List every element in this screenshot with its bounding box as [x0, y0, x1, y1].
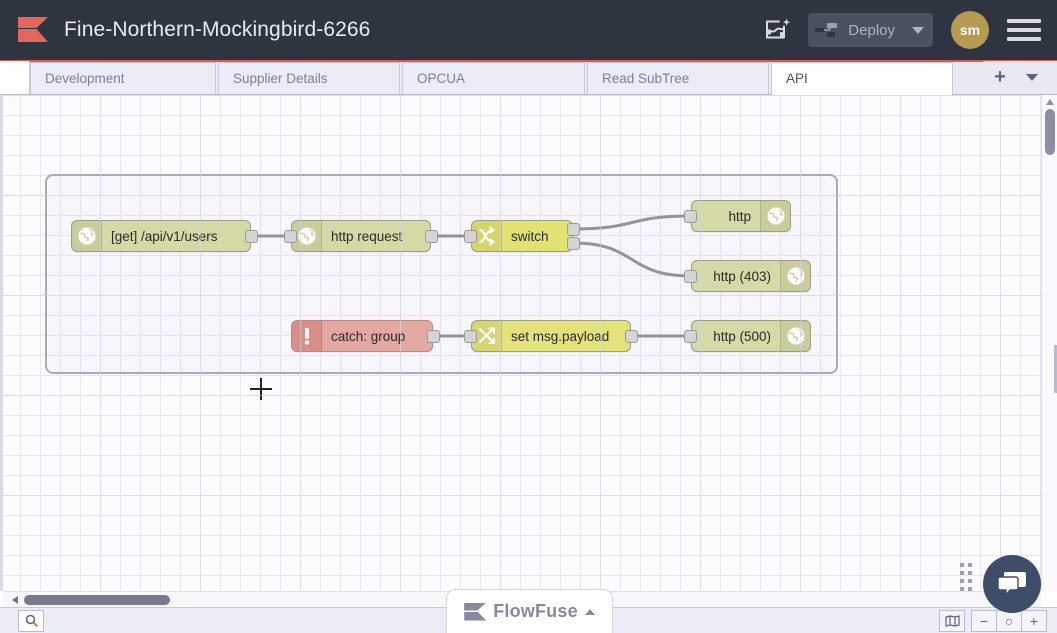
canvas-vertical-scrollbar[interactable] [1041, 95, 1057, 591]
node-label: http (403) [713, 268, 771, 284]
horizontal-scroll-thumb[interactable] [24, 594, 170, 605]
tab-api[interactable]: API [771, 62, 953, 95]
node-port-out[interactable] [567, 236, 580, 250]
flow-node-http-req[interactable]: http request [291, 220, 431, 252]
node-label: set msg.payload [511, 328, 610, 344]
zoom-out-button[interactable]: − [971, 609, 997, 632]
header-actions: Deploy sm [754, 7, 1057, 53]
http-response-500-node-icon [780, 321, 810, 351]
deploy-dropdown-button[interactable] [901, 13, 933, 47]
app-header: Fine-Northern-Mockingbird-6266 [0, 0, 1057, 62]
flow-node-switch[interactable]: switch [471, 220, 573, 252]
flow-node-change[interactable]: set msg.payload [471, 320, 631, 352]
flow-node-http-out3[interactable]: http (500) [691, 320, 811, 352]
node-port-in[interactable] [464, 329, 477, 343]
scroll-up-arrow-icon[interactable] [1046, 99, 1054, 105]
vertical-scroll-thumb[interactable] [1045, 109, 1055, 155]
scroll-marker [1054, 345, 1057, 393]
hamburger-menu-icon[interactable] [1007, 15, 1041, 45]
tab-list-menu-button[interactable] [1017, 61, 1047, 94]
deploy-button[interactable]: Deploy [808, 13, 933, 47]
change-node-icon [472, 321, 502, 351]
chat-bubble-icon[interactable] [983, 555, 1041, 613]
flow-node-catch[interactable]: catch: group [291, 320, 433, 352]
node-port-in[interactable] [284, 229, 297, 243]
flow-tab-bar: Development Supplier Details OPCUA Read … [0, 61, 1057, 95]
node-port-in[interactable] [684, 209, 697, 223]
deploy-button-label: Deploy [848, 21, 895, 39]
http-in-node-icon [72, 221, 102, 251]
flowfuse-logo-icon [464, 602, 487, 621]
tab-bar-actions: + [983, 61, 1057, 94]
flow-node-http-in[interactable]: [get] /api/v1/users [71, 220, 251, 252]
flowfuse-label: FlowFuse [493, 601, 578, 621]
tab-development[interactable]: Development [30, 62, 216, 94]
search-icon[interactable] [18, 609, 44, 632]
node-label: http [728, 208, 751, 224]
chevron-down-icon [911, 26, 924, 34]
ai-assistant-sparkle-icon[interactable] [754, 7, 800, 53]
flowfuse-status-pill[interactable]: FlowFuse [446, 589, 613, 633]
node-label: catch: group [331, 328, 406, 344]
http-response-node-icon [760, 201, 790, 231]
zoom-in-button[interactable]: + [1021, 609, 1047, 632]
node-port-out[interactable] [245, 229, 258, 243]
chevron-up-icon[interactable] [584, 608, 595, 615]
flow-canvas-viewport[interactable]: [get] /api/v1/users http request switch htt… [0, 95, 1057, 591]
flow-canvas[interactable]: [get] /api/v1/users http request switch htt… [3, 95, 1057, 591]
node-port-in[interactable] [684, 329, 697, 343]
tab-read-subtree[interactable]: Read SubTree [587, 62, 769, 94]
tab-label: OPCUA [417, 71, 466, 86]
tab-label: API [786, 71, 808, 86]
node-label: http (500) [713, 328, 771, 344]
tab-bar-gutter [0, 61, 30, 94]
flow-node-http-out1[interactable]: http [691, 200, 791, 232]
switch-node-icon [472, 221, 502, 251]
deploy-node-icon [808, 13, 848, 47]
node-label: switch [511, 228, 549, 244]
chevron-down-icon [1026, 74, 1038, 81]
canvas-view-controls: − ○ + [939, 609, 1057, 632]
node-port-in[interactable] [684, 269, 697, 283]
tab-label: Supplier Details [233, 71, 328, 86]
crosshair-cursor [250, 378, 272, 400]
node-port-out[interactable] [425, 229, 438, 243]
scroll-left-arrow-icon[interactable] [12, 595, 18, 604]
navigator-map-icon[interactable] [939, 609, 965, 632]
flowfuse-logo-icon [18, 17, 48, 43]
drag-handle-dots-icon[interactable] [960, 563, 974, 593]
tab-label: Development [45, 71, 125, 86]
http-response-403-node-icon [780, 261, 810, 291]
tab-opcua[interactable]: OPCUA [402, 62, 585, 94]
avatar[interactable]: sm [951, 11, 989, 49]
node-label: [get] /api/v1/users [111, 228, 218, 244]
catch-node-icon [292, 321, 322, 351]
node-label: http request [331, 228, 403, 244]
node-port-in[interactable] [464, 229, 477, 243]
node-port-out[interactable] [625, 329, 638, 343]
tab-label: Read SubTree [602, 71, 690, 86]
tab-supplier-details[interactable]: Supplier Details [218, 62, 400, 94]
add-flow-icon[interactable]: + [994, 66, 1006, 88]
node-port-out[interactable] [427, 329, 440, 343]
node-port-out[interactable] [567, 222, 580, 236]
page-title: Fine-Northern-Mockingbird-6266 [64, 18, 371, 41]
flow-node-http-out2[interactable]: http (403) [691, 260, 811, 292]
http-request-node-icon [292, 221, 322, 251]
